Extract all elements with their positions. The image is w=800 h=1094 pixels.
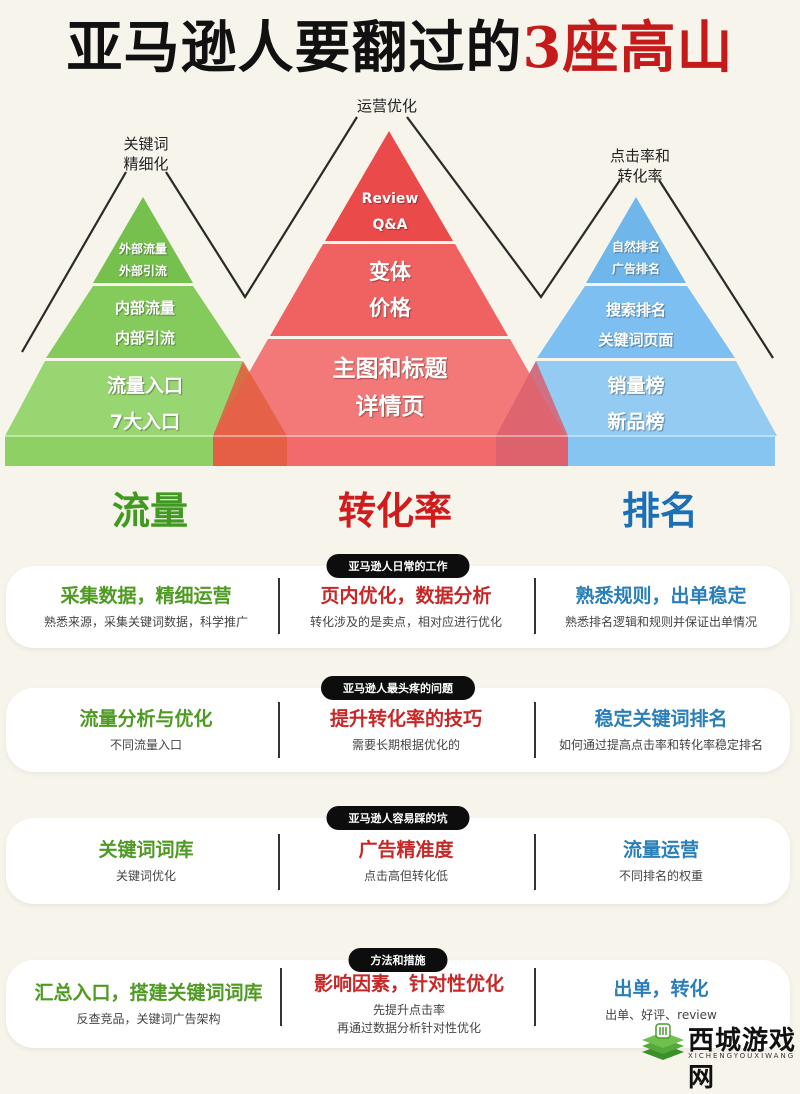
card-column-conversion: 页内优化，数据分析 转化涉及的是卖点，相对应进行优化 bbox=[309, 585, 502, 629]
card-column-ranking: 出单，转化 出单、好评、review bbox=[605, 978, 717, 1022]
mountain-outline bbox=[21, 116, 774, 359]
column-divider bbox=[534, 968, 536, 1026]
column-divider bbox=[278, 702, 280, 758]
peak-label-right: 点击率和 转化率 bbox=[609, 147, 670, 185]
card-pitfalls: 亚马逊人容易踩的坑 关键词词库 关键词优化 广告精准度 点击高但转化低 流量运营… bbox=[6, 806, 790, 904]
traffic-pyramid bbox=[5, 197, 287, 466]
conversion-tier-3: 主图和标题 详情页 bbox=[332, 356, 448, 420]
column-divider bbox=[278, 578, 280, 634]
conversion-tier-2: 变体 价格 bbox=[369, 260, 411, 320]
card-daily-work: 亚马逊人日常的工作 采集数据，精细运营 熟悉来源，采集关键词数据，科学推广 页内… bbox=[6, 554, 790, 648]
card-column-ranking: 熟悉规则，出单稳定 熟悉排名逻辑和规则并保证出单情况 bbox=[564, 585, 757, 629]
ranking-tier-2: 搜索排名 关键词页面 bbox=[598, 301, 674, 349]
column-divider bbox=[534, 702, 536, 758]
overlap-right bbox=[496, 361, 568, 466]
ranking-pyramid bbox=[496, 197, 777, 466]
traffic-tier-2: 内部流量 内部引流 bbox=[114, 299, 175, 347]
traffic-tier-3: 流量入口 7大入口 bbox=[106, 375, 183, 433]
category-conversion: 转化率 bbox=[337, 489, 452, 533]
card-column-traffic: 流量分析与优化 不同流量入口 bbox=[79, 708, 213, 752]
category-traffic: 流量 bbox=[111, 489, 188, 533]
card-column-traffic: 关键词词库 关键词优化 bbox=[98, 839, 194, 883]
card-column-conversion: 影响因素，针对性优化 先提升点击率 再通过数据分析针对性优化 bbox=[313, 973, 504, 1035]
category-ranking: 排名 bbox=[621, 489, 698, 533]
watermark-logo-icon bbox=[642, 1023, 684, 1060]
traffic-tier-1: 外部流量 外部引流 bbox=[118, 242, 167, 278]
card-badge: 方法和措施 bbox=[348, 948, 448, 972]
watermark-subtext: XICHENGYOUXIWANG bbox=[688, 1052, 796, 1060]
ranking-tier-1: 自然排名 广告排名 bbox=[611, 240, 660, 276]
title-accent: 3座高山 bbox=[522, 15, 734, 81]
card-column-ranking: 稳定关键词排名 如何通过提高点击率和转化率稳定排名 bbox=[558, 708, 763, 752]
card-column-traffic: 汇总入口，搭建关键词词库 反查竞品，关键词广告架构 bbox=[34, 982, 263, 1026]
conversion-pyramid bbox=[213, 131, 568, 466]
conversion-tier-1: Review Q&A bbox=[361, 191, 419, 233]
page-title: 亚马逊人要翻过的3座高山 bbox=[0, 8, 800, 88]
column-divider bbox=[280, 968, 282, 1026]
column-divider bbox=[534, 834, 536, 890]
title-main: 亚马逊人要翻过的 bbox=[66, 15, 523, 81]
mountain-diagram bbox=[5, 116, 777, 466]
card-badge: 亚马逊人容易踩的坑 bbox=[326, 806, 470, 830]
card-badge: 亚马逊人最头疼的问题 bbox=[321, 676, 475, 700]
column-divider bbox=[278, 834, 280, 890]
card-badge: 亚马逊人日常的工作 bbox=[326, 554, 470, 578]
column-divider bbox=[534, 578, 536, 634]
card-column-conversion: 提升转化率的技巧 需要长期根据优化的 bbox=[329, 708, 482, 752]
card-headaches: 亚马逊人最头疼的问题 流量分析与优化 不同流量入口 提升转化率的技巧 需要长期根… bbox=[6, 676, 790, 772]
peak-label-left: 关键词 精细化 bbox=[123, 135, 169, 173]
ranking-tier-3: 销量榜 新品榜 bbox=[607, 375, 665, 433]
overlap-left bbox=[213, 361, 287, 466]
watermark: 西城游戏网 XICHENGYOUXIWANG bbox=[640, 1020, 800, 1093]
peak-label-middle: 运营优化 bbox=[356, 97, 417, 115]
card-column-traffic: 采集数据，精细运营 熟悉来源，采集关键词数据，科学推广 bbox=[43, 585, 248, 629]
card-column-ranking: 流量运营 不同排名的权重 bbox=[618, 839, 703, 883]
card-column-conversion: 广告精准度 点击高但转化低 bbox=[358, 839, 454, 883]
